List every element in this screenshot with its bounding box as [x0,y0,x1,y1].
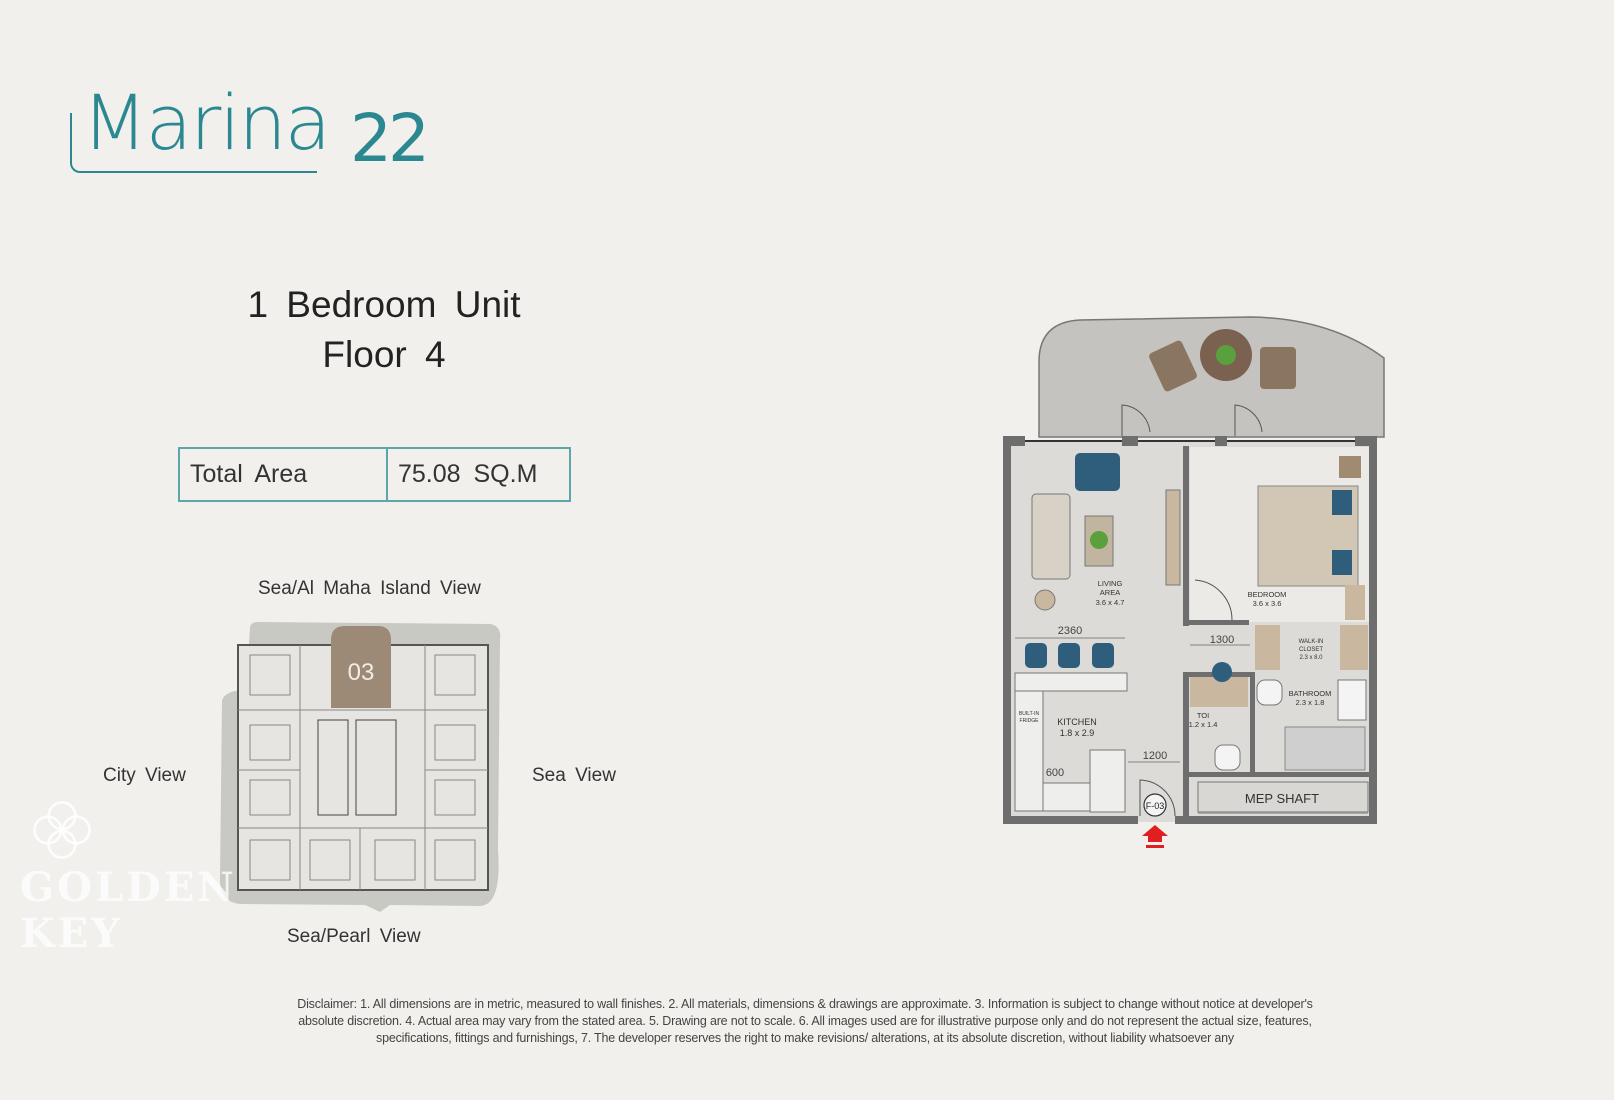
unit-floor-plan: LIVING AREA 3.6 x 4.7 BEDROOM 3.6 x 3.6 … [1003,316,1385,848]
view-right-label: Sea View [532,765,616,786]
disclaimer-line-2: absolute discretion. 4. Actual area may … [298,1014,1312,1028]
highlighted-unit-number: 03 [348,659,375,686]
room-labels: LIVING AREA 3.6 x 4.7 BEDROOM 3.6 x 3.6 … [1019,579,1331,738]
floor-label: Floor 4 [322,334,446,375]
disclaimer-line-3: specifications, fittings and furnishings… [376,1031,1234,1045]
dimension-labels: 2360 1300 1200 600 [1015,625,1250,779]
view-bottom-label: Sea/Pearl View [287,926,421,947]
dim-1200: 1200 [1143,750,1167,762]
watermark-text-2: KEY [20,910,123,957]
entrance-tag: F-03 [1146,801,1165,811]
furniture [1014,453,1369,814]
key-plan-units [238,645,488,890]
fridge-label: BUILT-IN [1019,711,1040,717]
living-size: 3.6 x 4.7 [1096,598,1125,607]
area-label: Total Area [180,449,388,500]
doors [1121,404,1263,817]
living-label: LIVING [1098,579,1123,588]
highlighted-unit [331,626,391,708]
kitchen-size: 1.8 x 2.9 [1060,728,1095,738]
logo-wordmark: Marina [82,78,331,167]
fridge-label-2: FRIDGE [1020,718,1040,724]
kitchen-label: KITCHEN [1057,717,1097,727]
closet-label: WALK-IN [1299,639,1324,645]
dim-2360: 2360 [1058,625,1082,637]
entrance-arrow-icon [1142,825,1168,848]
dim-600: 600 [1046,767,1064,779]
balcony [1038,316,1385,438]
unit-title: 1 Bedroom Unit [247,284,521,325]
bedroom-size: 3.6 x 3.6 [1253,599,1282,608]
watermark-text-1: GOLDEN [20,864,237,911]
bedroom-label: BEDROOM [1248,590,1287,599]
entrance-tag-circle [1143,793,1167,817]
logo-underline [70,113,317,173]
area-table: Total Area 75.08 SQ.M [178,447,571,502]
closet-size: 2.3 x 8.0 [1299,655,1323,661]
view-top-label: Sea/Al Maha Island View [258,578,481,599]
living-label-2: AREA [1100,588,1120,597]
bathroom-label: BATHROOM [1289,689,1332,698]
bathroom-size: 2.3 x 1.8 [1296,698,1325,707]
mep-shaft-label: MEP SHAFT [1245,791,1319,806]
closet-label-2: CLOSET [1299,647,1323,653]
logo-number: 22 [350,100,430,177]
watermark-logo-icon [33,801,91,859]
balcony-furniture [1149,329,1296,392]
toilet-size: 1.2 x 1.4 [1189,720,1218,729]
key-plan: 03 [220,622,501,912]
disclaimer-line-1: Disclaimer: 1. All dimensions are in met… [297,997,1313,1011]
area-value: 75.08 SQ.M [398,460,538,488]
toilet-label: TOI [1197,711,1209,720]
dim-1300: 1300 [1210,634,1234,646]
view-left-label: City View [103,765,186,786]
